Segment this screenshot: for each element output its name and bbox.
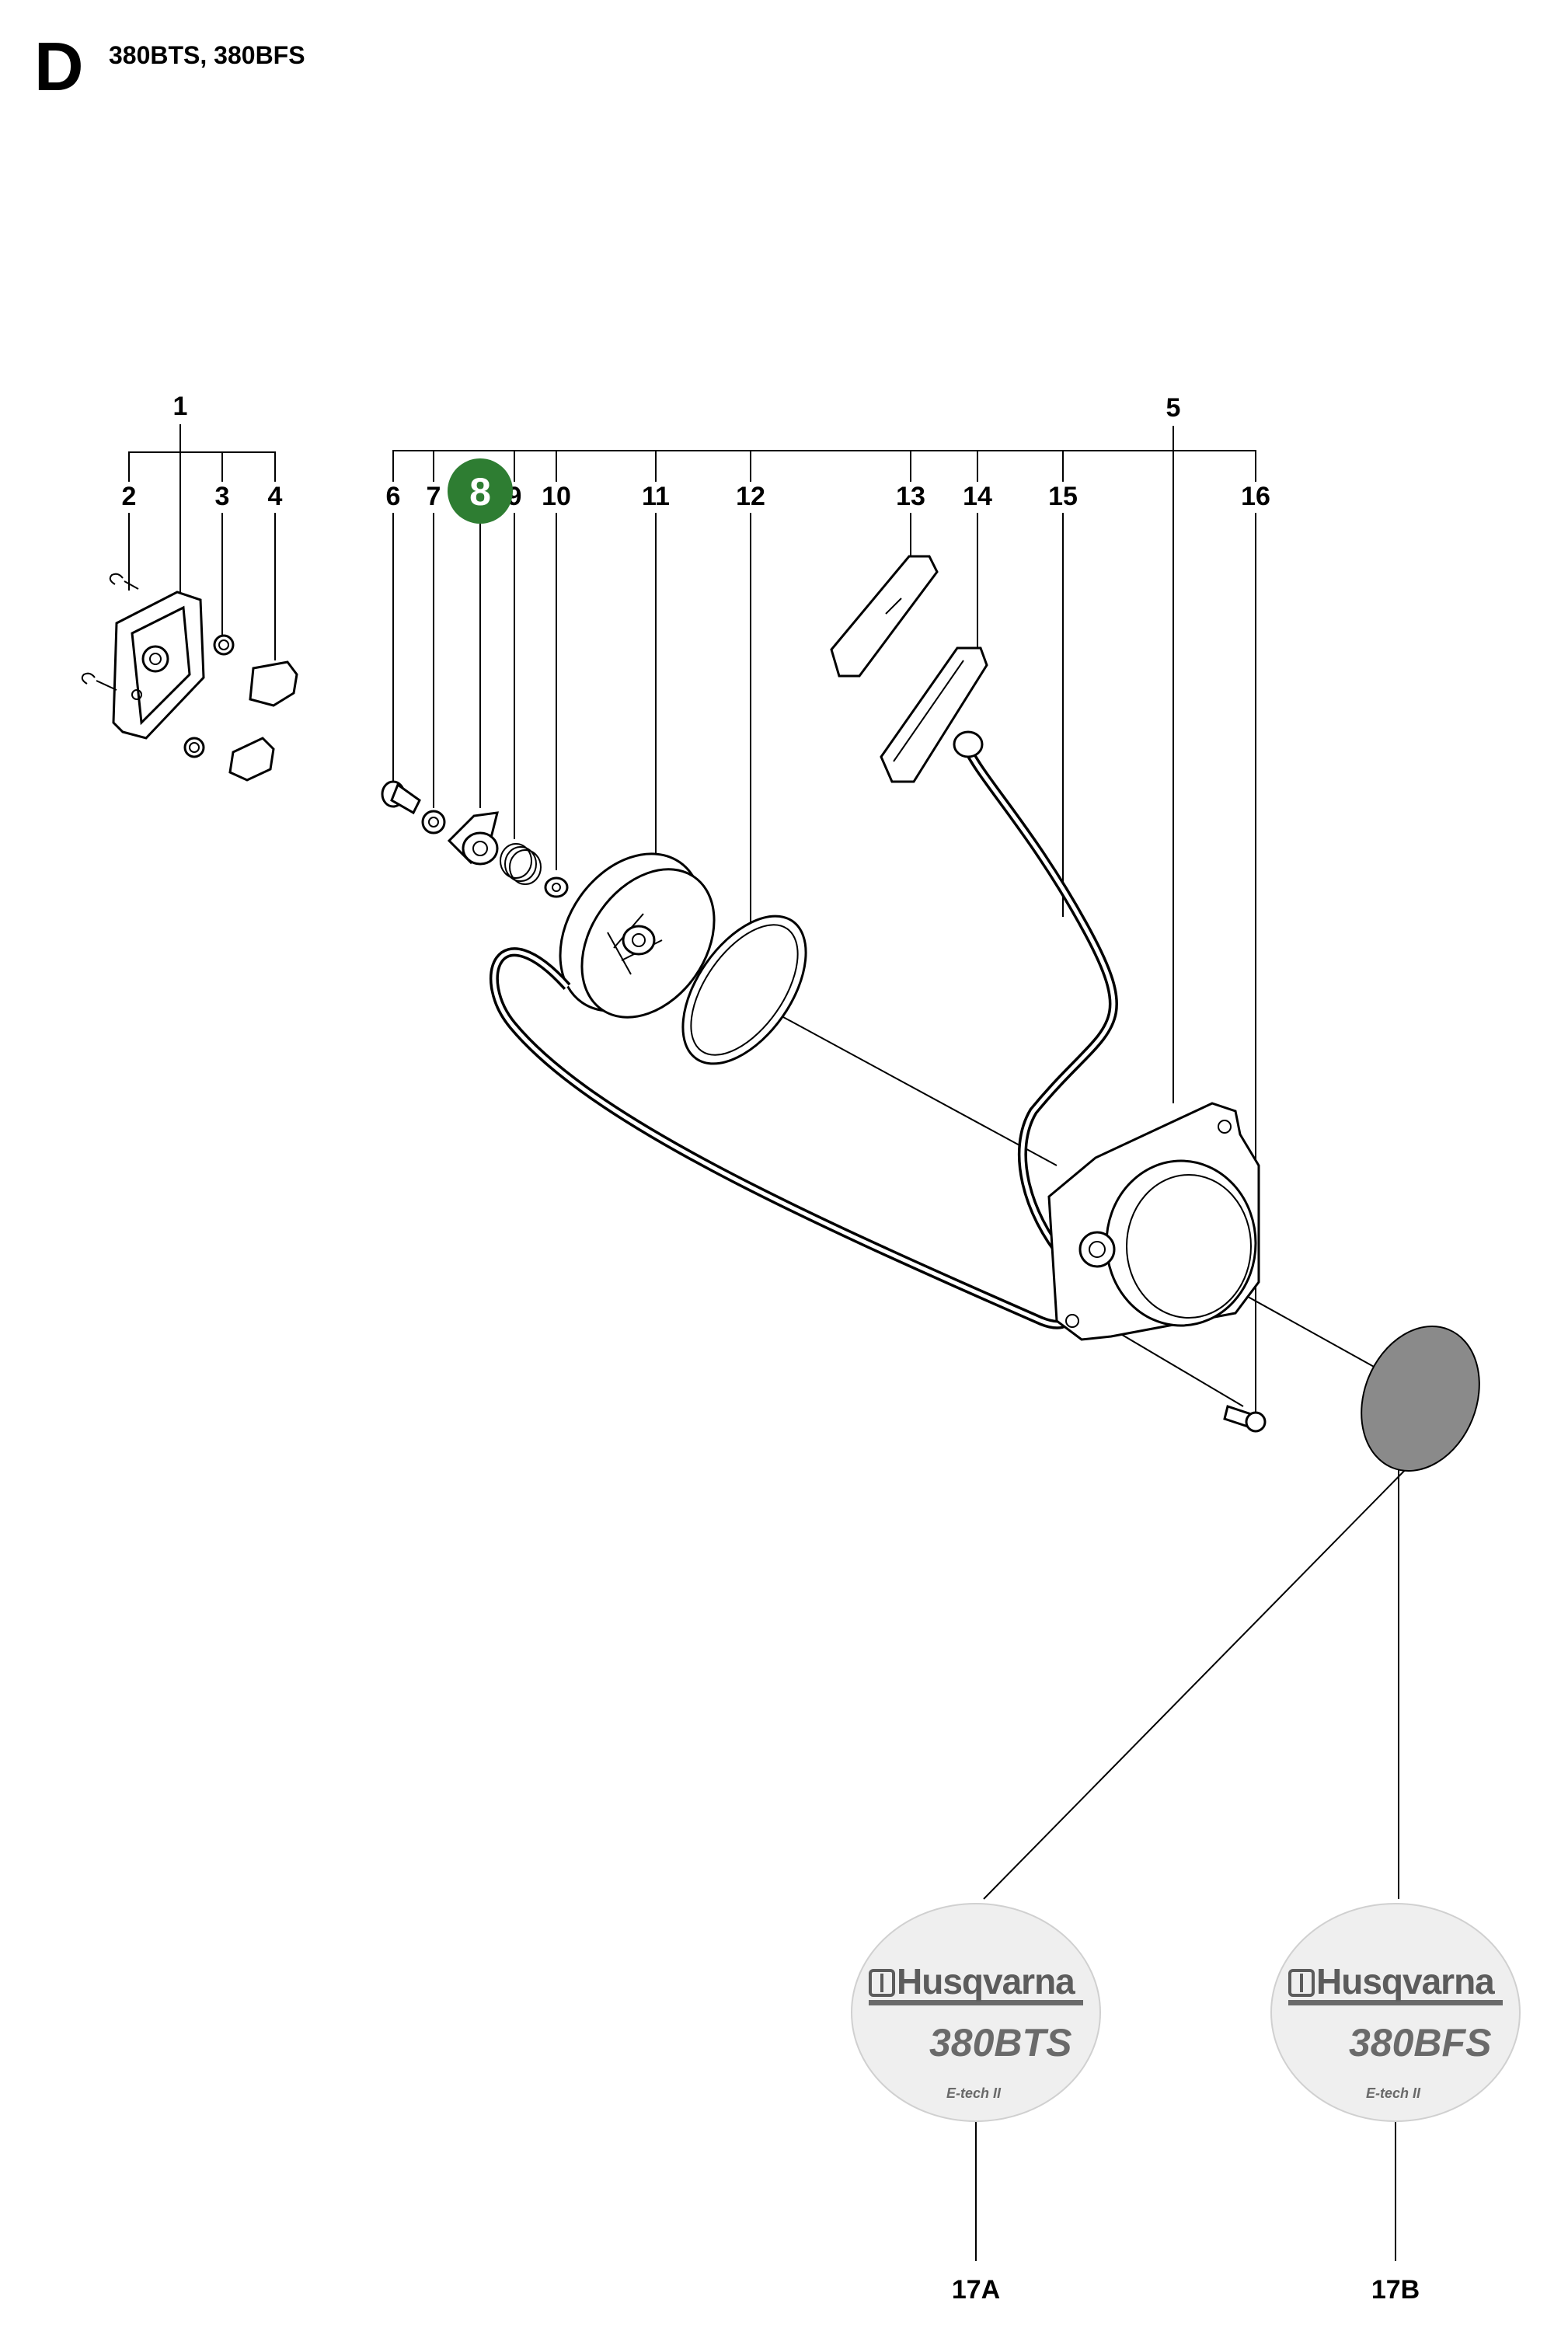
highlight-badge-8[interactable]: 8	[448, 458, 513, 524]
part-7-washer[interactable]	[421, 810, 446, 834]
part-11-pulley[interactable]	[531, 827, 741, 1043]
callout-15[interactable]: 15	[1048, 482, 1078, 511]
part-1-pawl-plate[interactable]	[112, 591, 205, 740]
callout-4[interactable]: 4	[268, 482, 283, 511]
part-12-recoil-spring[interactable]	[658, 894, 831, 1085]
part-14-handle-body[interactable]	[880, 646, 988, 783]
part-16-screw[interactable]	[1223, 1405, 1267, 1433]
callout-brackets	[128, 424, 1256, 482]
part-6-bolt[interactable]	[381, 780, 421, 815]
callout-17a[interactable]: 17A	[952, 2275, 1000, 2305]
part-5-starter-housing[interactable]	[1047, 1102, 1260, 1341]
callout-6[interactable]: 6	[386, 482, 401, 511]
callout-12[interactable]: 12	[736, 482, 765, 511]
part-15-starter-rope[interactable]	[489, 744, 1118, 1329]
callout-16[interactable]: 16	[1241, 482, 1270, 511]
decal-a-sub: E-tech II	[946, 2085, 1002, 2101]
section-letter: D	[34, 28, 84, 105]
part-2-circlips[interactable]	[81, 573, 139, 691]
part-17-cap[interactable]	[1340, 1308, 1500, 1489]
part-8-pulley-hub[interactable]	[447, 811, 499, 866]
decal-a-brand: Husqvarna	[897, 1961, 1075, 2002]
callout-17b[interactable]: 17B	[1371, 2275, 1420, 2305]
part-4-pawls[interactable]	[228, 660, 298, 782]
callout-11[interactable]: 11	[642, 482, 670, 511]
decal-b-sub: E-tech II	[1366, 2085, 1421, 2101]
part-3-springs[interactable]	[183, 634, 235, 758]
callout-10[interactable]: 10	[542, 482, 571, 511]
callout-2[interactable]: 2	[122, 482, 137, 511]
highlight-circle	[448, 458, 513, 524]
callout-14[interactable]: 14	[963, 482, 992, 511]
part-9-spring[interactable]	[500, 843, 542, 885]
callout-7[interactable]: 7	[427, 482, 441, 511]
decal-17a[interactable]: Husqvarna 380BTS E-tech II	[851, 1903, 1101, 2122]
part-leaders	[128, 424, 1415, 2261]
callout-3[interactable]: 3	[215, 482, 230, 511]
highlight-number: 8	[469, 470, 491, 514]
part-13-handle-grip[interactable]	[830, 555, 939, 678]
callout-5[interactable]: 5	[1166, 393, 1181, 423]
brand-logo-icon	[1288, 1969, 1315, 1997]
callout-1[interactable]: 1	[173, 392, 188, 421]
callout-13[interactable]: 13	[896, 482, 925, 511]
brand-logo-icon	[869, 1969, 895, 1997]
model-title: 380BTS, 380BFS	[109, 41, 305, 69]
decal-17b[interactable]: Husqvarna 380BFS E-tech II	[1270, 1903, 1521, 2122]
decal-a-model: 380BTS	[929, 2021, 1071, 2064]
part-10-washer[interactable]	[544, 876, 569, 898]
decal-b-brand: Husqvarna	[1316, 1961, 1495, 2002]
decal-b-model: 380BFS	[1349, 2021, 1491, 2064]
